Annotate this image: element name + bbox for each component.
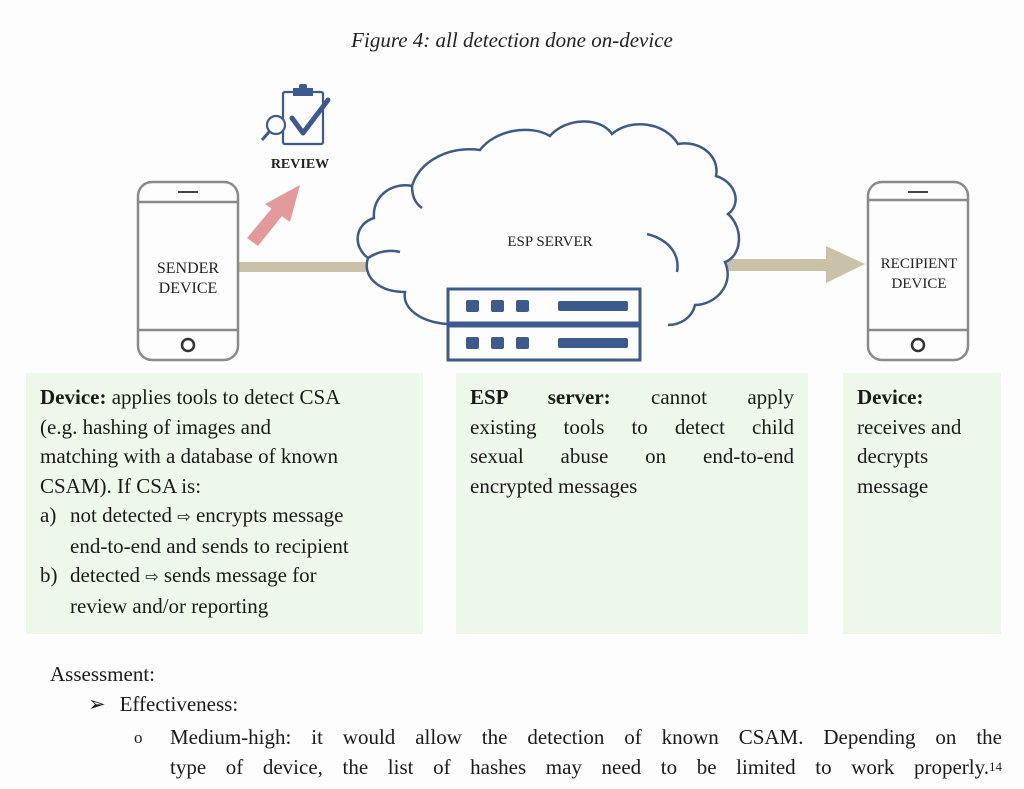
detail-line: Medium-high: it would allow the detectio… xyxy=(170,725,1002,749)
cloud-icon xyxy=(356,120,741,327)
server-line: encrypted messages xyxy=(470,473,638,498)
recipient-label-line: DEVICE xyxy=(891,276,947,292)
review-arrow-icon xyxy=(247,185,300,246)
option-action-cont: review and/or reporting xyxy=(70,593,269,618)
recipient-label-line: RECIPIENT xyxy=(880,256,958,272)
detail-line-2: type of device, the list of hashes may n… xyxy=(170,752,1002,782)
server-description-box: ESP server: cannot apply existing tools … xyxy=(456,373,808,634)
effectiveness-item: ➢ Effectiveness: xyxy=(88,692,238,717)
sender-label-line: DEVICE xyxy=(158,280,218,297)
option-marker: b) xyxy=(40,563,58,587)
sender-intro-line: CSAM). If CSA is: xyxy=(40,473,202,498)
diagram xyxy=(136,84,970,362)
option-action-cont: end-to-end and sends to recipient xyxy=(70,533,349,558)
sender-heading: Device: xyxy=(40,385,107,409)
option-not-detected: a) not detected ⇨ encrypts message end-t… xyxy=(40,501,409,561)
option-marker: a) xyxy=(40,503,57,527)
recipient-line: decrypts xyxy=(857,444,929,468)
server-rack-icon xyxy=(446,287,642,362)
recipient-device-label: RECIPIENT DEVICE xyxy=(868,254,970,294)
arrow-bullet-icon: ➢ xyxy=(88,692,106,716)
server-heading: ESP server: xyxy=(470,385,611,409)
sender-intro-line: matching with a database of known xyxy=(40,444,338,468)
server-line: existing tools to detect child xyxy=(470,414,794,439)
recipient-line: message xyxy=(857,473,929,498)
circle-bullet-icon: o xyxy=(134,728,143,747)
clipboard-check-icon xyxy=(260,84,331,146)
effectiveness-detail: o Medium-high: it would allow the detect… xyxy=(134,722,1002,782)
effectiveness-label: Effectiveness: xyxy=(119,692,239,716)
recipient-phone-icon xyxy=(866,180,970,362)
recipient-heading: Device: xyxy=(857,385,924,409)
recipient-line: receives and xyxy=(857,414,962,439)
option-detected: b) detected ⇨ sends message for review a… xyxy=(40,561,409,621)
sender-phone-icon xyxy=(136,180,240,362)
option-action: sends message for xyxy=(163,563,317,587)
sender-intro-line: applies tools to detect CSA xyxy=(106,385,341,409)
sender-device-label: SENDER DEVICE xyxy=(140,259,236,299)
figure-caption: Figure 4: all detection done on-device xyxy=(351,28,673,52)
sender-intro: Device: applies tools to detect CSA xyxy=(40,383,409,413)
right-arrow-icon: ⇨ xyxy=(145,567,159,586)
option-condition: detected xyxy=(70,563,140,587)
server-line: ESP server: cannot apply xyxy=(470,385,794,409)
esp-server-label: ESP SERVER xyxy=(507,234,593,250)
recipient-description-box: Device: receives and decrypts message xyxy=(843,373,1001,634)
assessment-title: Assessment: xyxy=(50,662,155,686)
right-arrow-icon: ⇨ xyxy=(177,507,191,526)
option-condition: not detected xyxy=(70,503,173,527)
flow-line-sender xyxy=(238,262,378,272)
footnote-ref[interactable]: 14 xyxy=(989,759,1002,774)
sender-label-line: SENDER xyxy=(156,260,220,277)
option-action: encrypts message xyxy=(195,503,344,527)
sender-intro-line: (e.g. hashing of images and xyxy=(40,414,271,439)
review-label: REVIEW xyxy=(270,157,330,172)
server-line: sexual abuse on end-to-end xyxy=(470,444,794,468)
sender-description-box: Device: applies tools to detect CSA (e.g… xyxy=(26,373,423,634)
